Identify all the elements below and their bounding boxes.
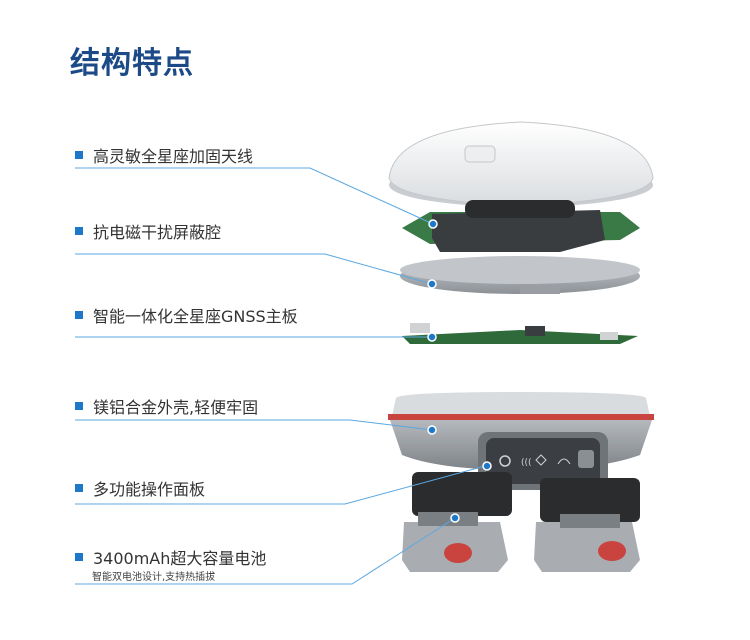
- bullet-icon: [75, 402, 83, 410]
- bullet-icon: [75, 484, 83, 492]
- bullet-icon: [75, 151, 83, 159]
- grey-plate: [400, 256, 640, 294]
- feature-label-housing: 镁铝合金外壳,轻便牢固: [75, 394, 258, 418]
- feature-sublabel-battery: 智能双电池设计,支持热插拔: [92, 572, 216, 583]
- svg-text:(((: (((: [521, 458, 532, 468]
- bullet-icon: [75, 311, 83, 319]
- shielding-cavity: [402, 200, 640, 252]
- antenna-dome: [388, 121, 654, 207]
- gnss-board: [402, 323, 638, 344]
- feature-label-panel: 多功能操作面板: [75, 476, 205, 500]
- battery-right: [534, 478, 640, 572]
- feature-label-antenna: 高灵敏全星座加固天线: [75, 143, 253, 167]
- feature-label-gnss-board: 智能一体化全星座GNSS主板: [75, 303, 298, 327]
- bullet-icon: [75, 227, 83, 235]
- leader-lines: [75, 167, 486, 585]
- page-title: 结构特点: [70, 46, 194, 81]
- feature-label-shielding: 抗电磁干扰屏蔽腔: [75, 219, 221, 243]
- marker-dots: [427, 219, 492, 523]
- feature-label-battery: 3400mAh超大容量电池: [75, 545, 266, 569]
- bullet-icon: [75, 553, 83, 561]
